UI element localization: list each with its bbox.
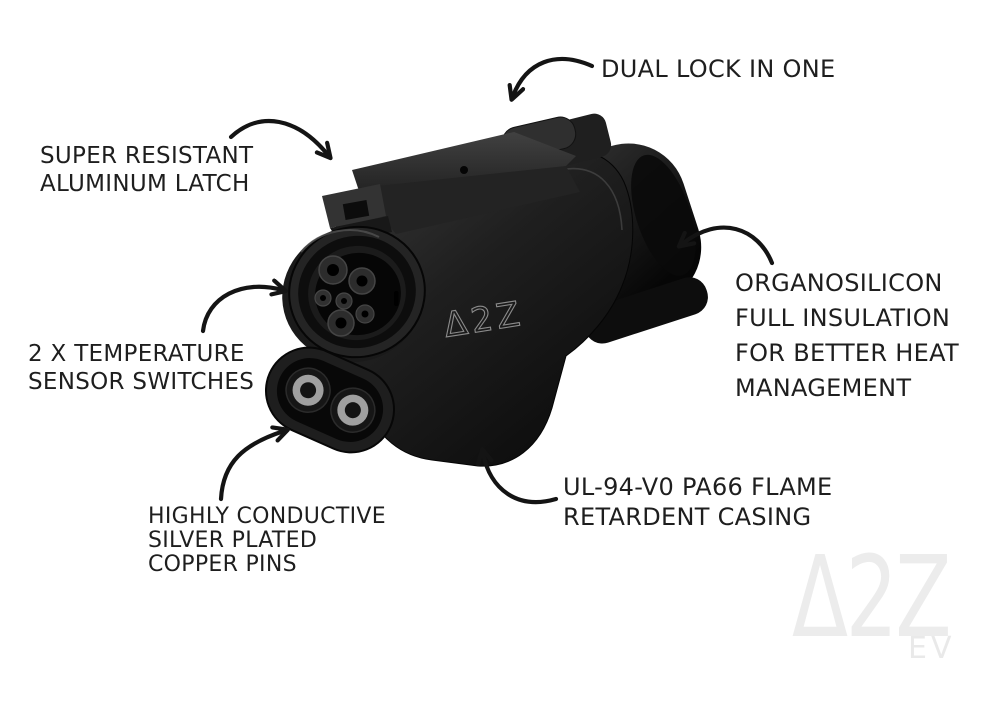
adapter-ac-pins [314, 255, 376, 337]
brand-watermark: Δ2Z EV [792, 531, 982, 666]
callout-insulation-line: ORGANOSILICON [735, 269, 943, 297]
callout-copper-pins-line: COPPER PINS [148, 552, 297, 577]
brand-logo-sub: EV [908, 631, 956, 666]
callout-insulation-line: MANAGEMENT [735, 374, 912, 402]
adapter-dc-pin-right [330, 387, 376, 433]
callout-copper-pins-line: HIGHLY CONDUCTIVE [148, 504, 386, 529]
callout-temperature-sensors-line: SENSOR SWITCHES [28, 369, 255, 395]
arrow-dual-lock-icon [513, 56, 595, 96]
arrow-insulation-icon [682, 225, 775, 266]
adapter-dc-pin-left [285, 367, 331, 413]
callout-flame-casing-line: UL-94-V0 PA66 FLAME [563, 473, 833, 501]
callout-insulation-line: FULL INSULATION [735, 304, 951, 332]
callout-aluminum-latch-line: SUPER RESISTANT [40, 143, 254, 169]
callout-copper-pins: HIGHLY CONDUCTIVE SILVER PLATED COPPER P… [148, 505, 386, 577]
adapter-round-connector [282, 225, 426, 363]
callout-dual-lock: DUAL LOCK IN ONE [601, 55, 835, 83]
arrow-flame-casing-icon [483, 453, 559, 505]
callout-flame-casing: UL-94-V0 PA66 FLAME RETARDENT CASING [563, 472, 833, 532]
adapter-device-image: Δ2Z [264, 113, 708, 467]
callout-aluminum-latch-line: ALUMINUM LATCH [40, 171, 250, 197]
callout-copper-pins-line: SILVER PLATED [148, 528, 318, 553]
adapter-dc-connector [264, 346, 396, 454]
callout-temperature-sensors-line: 2 X TEMPERATURE [28, 341, 245, 367]
arrow-aluminum-latch-icon [228, 118, 328, 155]
callout-aluminum-latch: SUPER RESISTANT ALUMINUM LATCH [40, 142, 253, 198]
callout-insulation: ORGANOSILICON FULL INSULATION FOR BETTER… [735, 266, 959, 406]
callout-dual-lock-line: DUAL LOCK IN ONE [601, 55, 836, 83]
brand-logo-text: Δ2Z [792, 531, 952, 663]
callout-temperature-sensors: 2 X TEMPERATURE SENSOR SWITCHES [28, 340, 254, 396]
arrow-temperature-sensors-icon [200, 287, 282, 334]
callout-insulation-line: FOR BETTER HEAT [735, 339, 959, 367]
callout-flame-casing-line: RETARDENT CASING [563, 503, 812, 531]
arrow-copper-pins-icon [218, 431, 284, 502]
